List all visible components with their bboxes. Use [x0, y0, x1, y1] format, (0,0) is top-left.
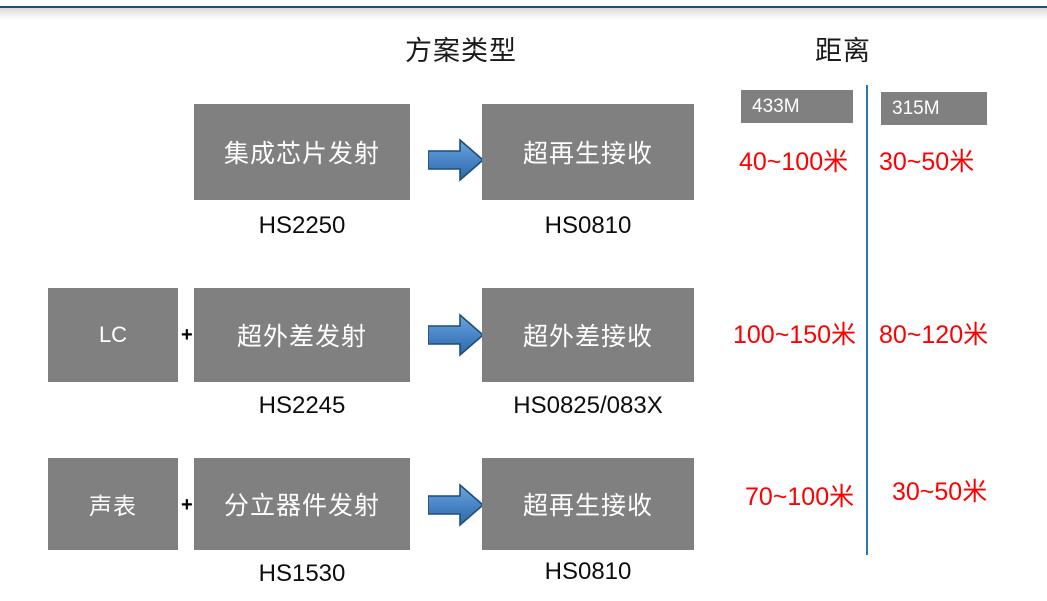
row-3-distance-433m: 70~100米	[745, 483, 855, 511]
row-3-plus-sign: +	[181, 494, 193, 516]
top-divider-rule	[0, 6, 1047, 8]
freq-column-header-315m: 315M	[881, 92, 987, 125]
row-2-right-arrow-icon	[428, 313, 484, 357]
row-2-distance-315m: 80~120米	[879, 321, 989, 349]
row-1-right-arrow-icon	[428, 138, 484, 182]
row-1-receiver-part: HS0810	[544, 212, 632, 239]
row-2-prefix-box: LC	[48, 288, 178, 382]
heading-scheme-type: 方案类型	[405, 36, 517, 66]
row-2-transmitter-part: HS2245	[258, 392, 346, 419]
row-1-transmitter-box: 集成芯片发射	[194, 104, 410, 200]
row-3-transmitter-label: 分立器件发射	[223, 493, 380, 520]
heading-distance: 距离	[815, 36, 871, 66]
row-3-receiver-part: HS0810	[544, 558, 632, 585]
row-2-distance-433m: 100~150米	[733, 321, 857, 349]
row-3-receiver-label: 超再生接收	[522, 493, 653, 520]
row-3-transmitter-box: 分立器件发射	[194, 458, 410, 550]
row-3-distance-315m: 30~50米	[892, 478, 988, 506]
row-2-transmitter-label: 超外差发射	[236, 324, 367, 351]
row-2-receiver-part: HS0825/083X	[513, 392, 663, 419]
row-3-prefix-label: 声表	[89, 494, 137, 519]
freq-column-header-433m: 433M	[741, 90, 853, 123]
row-1-receiver-box: 超再生接收	[482, 104, 694, 200]
row-3-receiver-box: 超再生接收	[482, 458, 694, 550]
row-1-receiver-label: 超再生接收	[522, 141, 653, 168]
row-2-transmitter-box: 超外差发射	[194, 288, 410, 382]
row-1-transmitter-part: HS2250	[258, 212, 346, 239]
row-2-plus-sign: +	[181, 324, 193, 346]
row-2-receiver-label: 超外差接收	[522, 324, 653, 351]
row-1-transmitter-label: 集成芯片发射	[223, 141, 380, 168]
row-2-receiver-box: 超外差接收	[482, 288, 694, 382]
row-1-distance-433m: 40~100米	[739, 148, 849, 176]
row-3-prefix-box: 声表	[48, 458, 178, 550]
row-3-right-arrow-icon	[428, 483, 484, 527]
row-2-prefix-label: LC	[98, 322, 128, 347]
top-gradient-band	[0, 8, 1047, 20]
frequency-column-divider	[866, 85, 868, 555]
row-1-distance-315m: 30~50米	[879, 148, 975, 176]
row-3-transmitter-part: HS1530	[258, 560, 346, 587]
